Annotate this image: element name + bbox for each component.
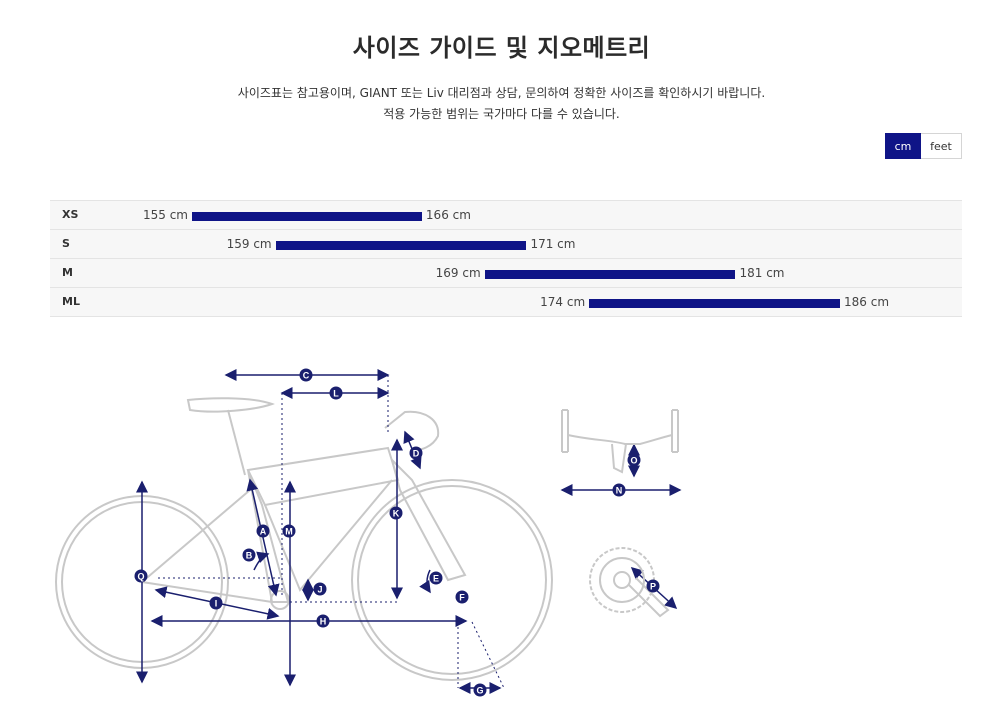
guide-line [471,621,505,689]
size-range-table: XS 155 cm 166 cm S 159 cm 171 cm M 169 c… [50,200,962,317]
range-min-label: 169 cm [435,266,481,280]
range-max-label: 171 cm [530,237,576,251]
badge-c: C [299,368,313,382]
fork-headtube [390,456,467,582]
chainring-inner [599,557,645,603]
range-min-label: 174 cm [540,295,586,309]
range-bar [275,241,527,250]
svg-text:C: C [303,371,310,381]
badge-i: I [209,596,223,610]
top-tube [246,446,400,507]
badge-q: Q [134,569,148,583]
crank-spindle [613,571,631,589]
svg-text:F: F [459,593,465,603]
badge-k: K [389,506,403,520]
range-min-label: 159 cm [226,237,272,251]
badge-m: M [282,524,296,538]
angle-b [253,551,270,571]
subtitle-line-2: 적용 가능한 범위는 국가마다 다를 수 있습니다. [383,107,620,121]
seatstay [141,489,251,583]
size-label: XS [62,208,79,221]
unit-toggle: cm feet [885,133,962,159]
badge-n: N [612,483,626,497]
svg-text:N: N [616,486,623,496]
badge-o: O [627,453,641,467]
guide-lines [158,375,505,689]
badge-h: H [316,614,330,628]
badge-l: L [329,386,343,400]
svg-text:H: H [320,617,327,627]
drop-right [671,409,679,453]
size-row: XS 155 cm 166 cm [50,200,962,229]
badge-b: B [242,548,256,562]
size-row: S 159 cm 171 cm [50,229,962,258]
svg-text:M: M [285,527,293,537]
bike-outline [55,397,553,681]
svg-text:G: G [476,686,483,696]
badge-a: A [256,524,270,538]
range-bar [192,212,422,221]
dimension-badges: A B C D E F G H I J K L M N O P Q [134,368,660,697]
size-row: M 169 cm 181 cm [50,258,962,287]
badge-p: P [646,579,660,593]
badge-d: D [409,446,423,460]
svg-text:K: K [393,509,400,519]
svg-text:O: O [630,456,637,466]
size-label: M [62,266,73,279]
svg-text:P: P [650,582,656,592]
badge-j: J [313,582,327,596]
geometry-diagram: A B C D E F G H I J K L M N O P Q [55,368,682,697]
chainstay [141,581,273,603]
bottom-bracket [270,590,290,610]
range-bar [589,299,840,308]
size-label: S [62,237,70,250]
range-max-label: 166 cm [425,208,471,222]
angle-e [419,569,431,594]
svg-text:J: J [317,585,322,595]
range-max-label: 186 cm [844,295,890,309]
bar-top [567,434,673,445]
badge-e: E [429,571,443,585]
front-wheel-rim [357,485,547,675]
svg-text:Q: Q [137,572,144,582]
badge-f: F [455,590,469,604]
svg-text:D: D [413,449,420,459]
saddle [186,397,275,413]
svg-text:A: A [260,527,267,537]
drop-left [561,409,569,453]
handlebar-detail [561,409,679,474]
range-max-label: 181 cm [739,266,785,280]
front-wheel [351,479,553,681]
range-bar [484,270,736,279]
svg-text:L: L [333,389,339,399]
unit-feet-button[interactable]: feet [921,133,962,159]
subtitle-line-1: 사이즈표는 참고용이며, GIANT 또는 Liv 대리점과 상담, 문의하여 … [237,86,766,100]
page-title: 사이즈 가이드 및 지오메트리 [352,34,651,62]
unit-cm-button[interactable]: cm [885,133,921,159]
dimension-lines [136,369,682,694]
svg-text:E: E [433,574,439,584]
crank-arm [627,577,670,618]
stem [611,443,627,474]
svg-text:I: I [215,599,218,609]
size-label: ML [62,295,80,308]
size-row: ML 174 cm 186 cm [50,287,962,317]
range-min-label: 155 cm [142,208,188,222]
svg-text:B: B [246,551,253,561]
seatpost [227,409,246,476]
badge-g: G [473,683,487,697]
